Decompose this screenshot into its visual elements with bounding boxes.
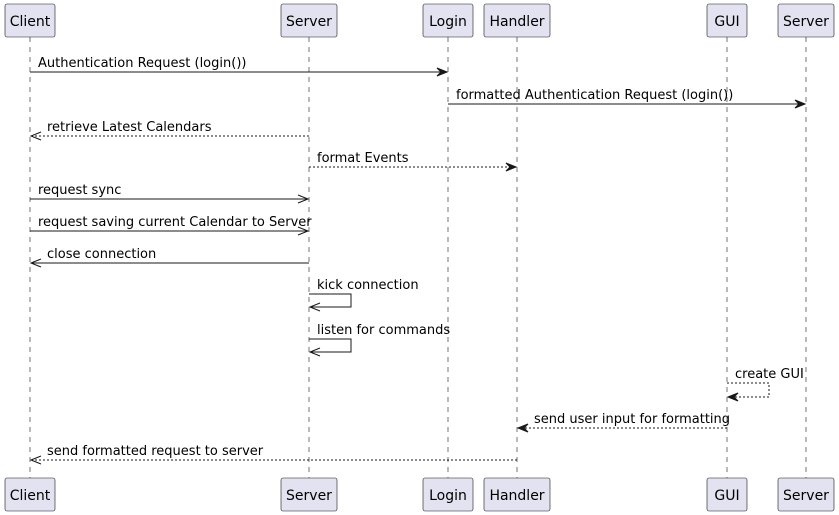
participant-box xyxy=(422,477,474,512)
arrowhead-open xyxy=(308,302,321,312)
message-label: listen for commands xyxy=(317,323,450,338)
participant-box xyxy=(4,3,56,38)
message-3: retrieve Latest Calendars xyxy=(29,120,309,141)
arrowhead-filled xyxy=(505,162,518,172)
participant-gui-top: GUI xyxy=(706,3,748,38)
arrowhead-open xyxy=(29,455,42,465)
message-label: close connection xyxy=(47,247,156,262)
arrowhead-open xyxy=(308,347,321,357)
participant-box xyxy=(706,477,748,512)
message-label: Authentication Request (login()) xyxy=(38,56,246,71)
message-label: request saving current Calendar to Serve… xyxy=(38,215,312,230)
arrowhead-filled xyxy=(436,67,449,77)
participant-login-bottom: Login xyxy=(422,477,474,512)
participant-label: Client xyxy=(10,488,51,504)
participant-login-top: Login xyxy=(422,3,474,38)
arrowhead-filled xyxy=(516,423,529,433)
participant-box xyxy=(777,3,835,38)
message-label: send user input for formatting xyxy=(534,412,730,427)
participant-box xyxy=(422,3,474,38)
participant-server-top: Server xyxy=(280,3,338,38)
participant-label: Server xyxy=(286,14,332,30)
message-label: send formatted request to server xyxy=(47,444,264,459)
participant-server-bottom: Server xyxy=(280,477,338,512)
participant-label: Server xyxy=(783,14,829,30)
participant-box xyxy=(777,477,835,512)
arrowhead-open xyxy=(297,194,310,204)
message-label: kick connection xyxy=(317,278,419,293)
participant-label: GUI xyxy=(714,488,739,504)
message-9: listen for commands xyxy=(308,323,450,357)
participant-client-bottom: Client xyxy=(4,477,56,512)
message-6: request saving current Calendar to Serve… xyxy=(30,215,312,236)
participant-label: Login xyxy=(429,488,467,504)
participant-label: Login xyxy=(429,14,467,30)
message-label: request sync xyxy=(38,183,121,198)
participant-label: Handler xyxy=(489,488,544,504)
participant-handler-top: Handler xyxy=(483,3,551,38)
participant-server2-top: Server xyxy=(777,3,835,38)
participant-gui-bottom: GUI xyxy=(706,477,748,512)
participant-box xyxy=(280,477,338,512)
participant-client-top: Client xyxy=(4,3,56,38)
participant-label: Client xyxy=(10,14,51,30)
message-2: formatted Authentication Request (login(… xyxy=(448,88,807,109)
arrowhead-open xyxy=(297,226,310,236)
self-message-line xyxy=(309,338,352,353)
message-10: create GUI xyxy=(726,367,804,402)
message-5: request sync xyxy=(30,183,310,204)
arrowhead-filled xyxy=(726,392,739,402)
participant-box xyxy=(4,477,56,512)
arrowhead-open xyxy=(29,258,42,268)
participant-box xyxy=(483,3,551,38)
message-12: send formatted request to server xyxy=(29,444,517,465)
participant-box xyxy=(706,3,748,38)
arrowhead-open xyxy=(29,131,42,141)
message-11: send user input for formatting xyxy=(516,412,730,433)
arrowhead-filled xyxy=(794,99,807,109)
message-label: create GUI xyxy=(735,367,804,382)
participant-label: GUI xyxy=(714,14,739,30)
message-1: Authentication Request (login()) xyxy=(30,56,449,77)
participant-handler-bottom: Handler xyxy=(483,477,551,512)
participant-label: Handler xyxy=(489,14,544,30)
participant-box xyxy=(280,3,338,38)
message-7: close connection xyxy=(29,247,309,268)
participant-label: Server xyxy=(286,488,332,504)
participant-server2-bottom: Server xyxy=(777,477,835,512)
message-label: retrieve Latest Calendars xyxy=(47,120,212,135)
participant-label: Server xyxy=(783,488,829,504)
self-message-line xyxy=(309,293,352,308)
message-label: format Events xyxy=(317,151,409,166)
message-4: format Events xyxy=(309,151,518,172)
message-8: kick connection xyxy=(308,278,419,312)
self-message-line xyxy=(727,382,770,398)
participant-box xyxy=(483,477,551,512)
message-label: formatted Authentication Request (login(… xyxy=(456,88,733,103)
